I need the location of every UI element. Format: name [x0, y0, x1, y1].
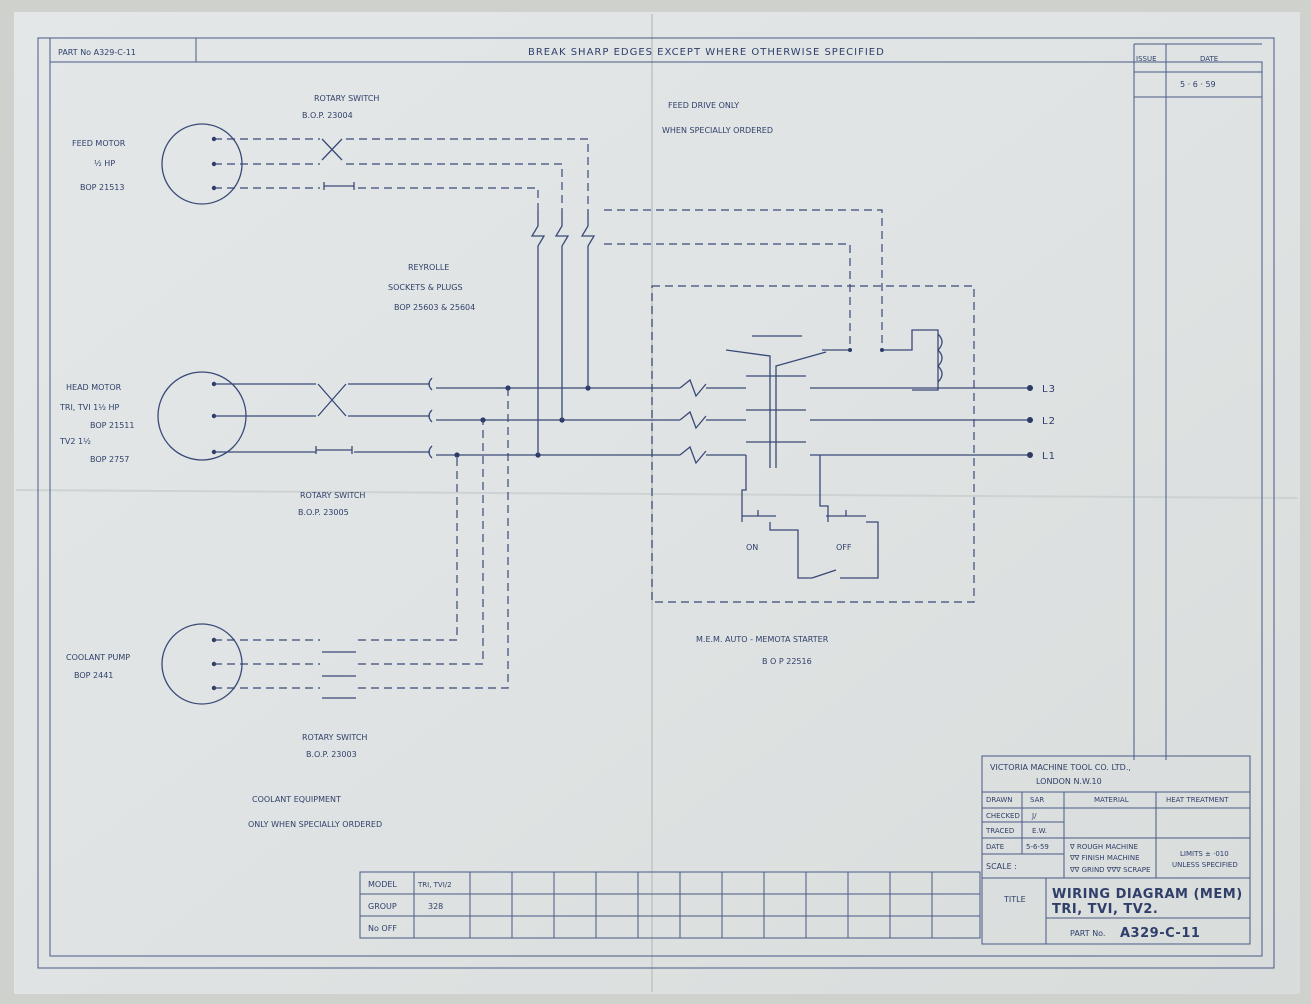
head-motor-label: HEAD MOTOR — [66, 383, 122, 392]
finish-grind: ∇∇ GRIND ∇∇∇ SCRAPE — [1069, 866, 1150, 874]
rotary-switch-2-title: ROTARY SWITCH — [300, 491, 365, 500]
date-label: DATE — [986, 843, 1004, 851]
coolant-note-2: ONLY WHEN SPECIALLY ORDERED — [248, 820, 382, 829]
rotary-switch-1-part: B.O.P. 23004 — [302, 111, 353, 120]
reyrolle-part: BOP 25603 & 25604 — [394, 303, 475, 312]
overload-l2 — [679, 410, 707, 430]
off-button-circuit — [819, 455, 879, 579]
coolant-pump-part: BOP 2441 — [74, 671, 113, 680]
drawing-title: WIRING DIAGRAM (MEM) — [1052, 887, 1243, 902]
line-l1-label: L1 — [1042, 451, 1056, 462]
inner-border — [49, 61, 1263, 957]
group-label: GROUP — [368, 902, 397, 911]
part-no-top: PART No A329-C-11 — [58, 48, 136, 57]
rotary-switch-3-part: B.O.P. 23003 — [306, 750, 357, 759]
rotary-switch-1-contacts — [321, 138, 343, 161]
finish-rough: ∇ ROUGH MACHINE — [1069, 843, 1138, 851]
coolant-pump-label: COOLANT PUMP — [66, 653, 130, 662]
contactor-coil — [937, 333, 943, 383]
limits-note: UNLESS SPECIFIED — [1172, 861, 1238, 869]
scale-label: SCALE : — [986, 862, 1017, 871]
feed-drive-note-1: FEED DRIVE ONLY — [668, 101, 739, 110]
feed-motor-part: BOP 21513 — [80, 183, 124, 192]
head-motor-part-1: BOP 21511 — [90, 421, 134, 430]
head-motor-spec-2: TV2 1½ — [59, 437, 91, 446]
model-label: MODEL — [368, 880, 397, 889]
head-motor-part-2: BOP 2757 — [90, 455, 129, 464]
overload-l1 — [679, 445, 707, 465]
no-off-label: No OFF — [368, 924, 397, 933]
off-label: OFF — [836, 543, 852, 552]
top-note: BREAK SHARP EDGES EXCEPT WHERE OTHERWISE… — [528, 47, 885, 58]
line-l2-label: L2 — [1042, 416, 1056, 427]
reyrolle-plugs-head — [428, 377, 433, 459]
overload-l3 — [679, 378, 707, 398]
coolant-note-1: COOLANT EQUIPMENT — [252, 795, 341, 804]
reyrolle-label: REYROLLE — [408, 263, 449, 272]
drawing-subtitle: TRI, TVI, TV2. — [1052, 902, 1158, 917]
on-label: ON — [746, 543, 758, 552]
group-value: 328 — [428, 902, 443, 911]
checked-label: CHECKED — [986, 812, 1020, 820]
model-block — [359, 871, 981, 939]
date-header: DATE — [1200, 55, 1218, 63]
contactor-bars — [746, 335, 806, 443]
finish-machine: ∇∇ FINISH MACHINE — [1069, 854, 1140, 862]
drawn-value: SAR — [1030, 796, 1044, 804]
rotary-switch-1-title: ROTARY SWITCH — [314, 94, 379, 103]
drawn-label: DRAWN — [986, 796, 1013, 804]
feed-motor-label: FEED MOTOR — [72, 139, 126, 148]
starter-label: M.E.M. AUTO - MEMOTA STARTER — [696, 635, 829, 644]
rotary-switch-3-contacts — [322, 651, 356, 699]
starter-part: B O P 22516 — [762, 657, 812, 666]
paper — [14, 12, 1300, 994]
limits-value: LIMITS ± ·010 — [1180, 850, 1229, 858]
fold-line-horizontal — [15, 489, 1299, 499]
heat-treatment-label: HEAT TREATMENT — [1166, 796, 1229, 804]
starter-enclosure — [651, 285, 975, 603]
feed-motor-hp: ½ HP — [94, 159, 115, 168]
head-motor-spec-1: TRI, TVI 1½ HP — [59, 403, 120, 412]
line-l3-label: L3 — [1042, 384, 1056, 395]
traced-label: TRACED — [985, 827, 1014, 835]
reyrolle-socket-3 — [580, 210, 596, 262]
material-label: MATERIAL — [1094, 796, 1129, 804]
company-name: VICTORIA MACHINE TOOL CO. LTD., — [990, 763, 1131, 772]
company-location: LONDON N.W.10 — [1036, 777, 1102, 786]
rotary-switch-2-part: B.O.P. 23005 — [298, 508, 349, 517]
part-no-label: PART No. — [1070, 929, 1105, 938]
contactor-frame — [725, 349, 827, 468]
on-button-circuit — [741, 455, 812, 579]
issue-date: 5 · 6 · 59 — [1180, 80, 1216, 89]
reyrolle-socket-1 — [530, 210, 546, 262]
reyrolle-sub: SOCKETS & PLUGS — [388, 283, 463, 292]
part-no-value: A329-C-11 — [1120, 926, 1200, 941]
reyrolle-socket-2 — [554, 210, 570, 262]
traced-value: E.W. — [1032, 827, 1047, 835]
model-value: TRI, TVI/2 — [417, 881, 452, 889]
rotary-switch-3-title: ROTARY SWITCH — [302, 733, 367, 742]
feed-drive-note-2: WHEN SPECIALLY ORDERED — [662, 126, 773, 135]
date-value: 5-6-59 — [1026, 843, 1049, 851]
rotary-switch-2-contacts — [317, 383, 347, 417]
checked-value: J/ — [1031, 812, 1037, 820]
outer-border — [37, 37, 1275, 969]
title-label: TITLE — [1003, 895, 1026, 904]
issue-header: ISSUE — [1136, 55, 1157, 63]
title-block — [981, 755, 1251, 945]
